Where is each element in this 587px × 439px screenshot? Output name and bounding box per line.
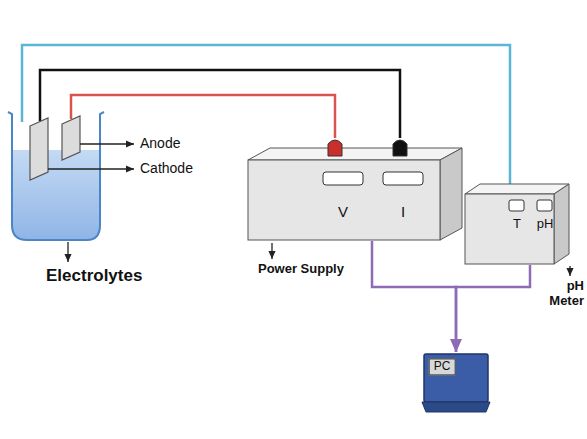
box-front	[465, 194, 554, 264]
data-cable	[456, 265, 530, 352]
black-wire	[40, 70, 400, 138]
leader-arrow	[48, 168, 134, 169]
leader-arrow	[271, 243, 272, 259]
display-window	[323, 172, 363, 185]
cathode-plate	[30, 118, 48, 180]
laptop-screen	[424, 354, 488, 402]
power-supply-box-shape	[245, 130, 465, 241]
electrolyte-liquid	[12, 150, 100, 240]
ph-meter-box-label: T	[513, 217, 521, 231]
callout-label: Power Supply	[258, 262, 344, 277]
box-front	[248, 160, 440, 240]
callout-label: Electrolytes	[46, 266, 142, 286]
callout-label: Anode	[140, 135, 180, 151]
power-supply-box-label: I	[401, 204, 405, 221]
leader-arrow	[569, 266, 570, 276]
laptop-base	[422, 402, 490, 412]
display-window	[383, 172, 423, 185]
ph-meter-box: TpH	[462, 172, 572, 265]
leader-arrow	[80, 143, 134, 144]
pc-laptop-label: PC	[429, 358, 456, 375]
power-supply-box-label: V	[338, 204, 348, 221]
display-window	[537, 200, 552, 211]
power-supply-box: VI	[245, 130, 465, 241]
red-wire	[71, 95, 335, 138]
pc-laptop: PC	[420, 352, 492, 414]
box-side	[440, 148, 462, 240]
box-top	[248, 148, 462, 160]
anode-plate	[62, 116, 80, 160]
beaker	[8, 112, 104, 240]
data-cable	[372, 241, 456, 352]
ph-meter-box-label: pH	[537, 217, 554, 231]
callout-label: pH Meter	[540, 279, 584, 309]
box-side	[554, 184, 569, 264]
leader-arrow	[67, 242, 68, 262]
terminal	[328, 140, 342, 156]
box-top	[465, 184, 569, 194]
display-window	[509, 200, 524, 211]
terminal	[393, 140, 407, 156]
callout-label: Cathode	[140, 160, 193, 176]
